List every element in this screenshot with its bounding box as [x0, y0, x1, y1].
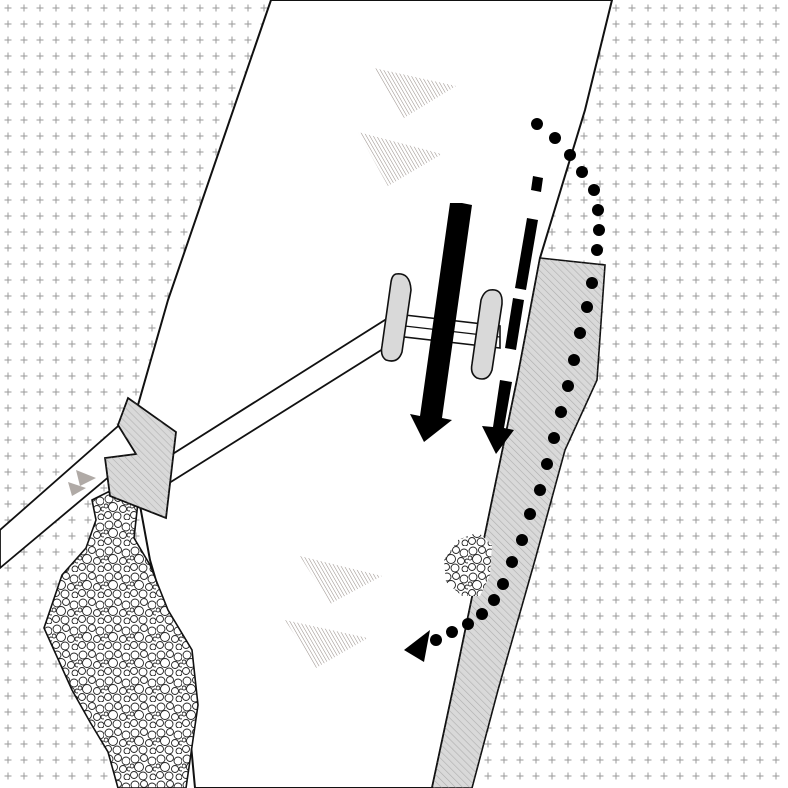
- flow-dot: [462, 618, 474, 630]
- flow-dot: [574, 327, 586, 339]
- bridge-pier-1: [380, 273, 412, 362]
- flow-dot: [593, 224, 605, 236]
- flow-dot: [581, 301, 593, 313]
- flow-marker: [285, 620, 368, 668]
- gravel-deposit: [43, 486, 199, 788]
- flow-dot: [476, 608, 488, 620]
- gravel-cluster: [444, 532, 492, 596]
- flow-arrows: [410, 176, 543, 454]
- flow-dot: [588, 184, 600, 196]
- bridge-pier-2: [470, 288, 503, 380]
- flow-dot: [548, 432, 560, 444]
- dotted-flow-path: [430, 118, 605, 646]
- flow-dot: [549, 132, 561, 144]
- flow-dot: [430, 634, 442, 646]
- flow-dot: [497, 578, 509, 590]
- flow-dot: [576, 166, 588, 178]
- flow-dot: [531, 118, 543, 130]
- flow-dot: [555, 406, 567, 418]
- flow-dot: [534, 484, 546, 496]
- flow-dot: [591, 244, 603, 256]
- dashed-flow-arrow: [482, 176, 543, 454]
- main-flow-arrow: [410, 203, 472, 442]
- flow-marker: [358, 132, 442, 186]
- flow-marker: [300, 556, 382, 604]
- flow-marker-small: [76, 470, 96, 486]
- flow-dot: [488, 594, 500, 606]
- flow-marker-small: [68, 482, 86, 496]
- dotted-path-arrowhead: [404, 630, 430, 662]
- flow-dot: [586, 277, 598, 289]
- flow-dot: [516, 534, 528, 546]
- flow-marker: [374, 68, 456, 118]
- flow-dot: [564, 149, 576, 161]
- flow-markers: [68, 68, 456, 668]
- flow-dot: [506, 556, 518, 568]
- flow-dot: [446, 626, 458, 638]
- flow-dot: [592, 204, 604, 216]
- flow-dot: [541, 458, 553, 470]
- flow-dot: [524, 508, 536, 520]
- flow-dot: [568, 354, 580, 366]
- flow-dot: [562, 380, 574, 392]
